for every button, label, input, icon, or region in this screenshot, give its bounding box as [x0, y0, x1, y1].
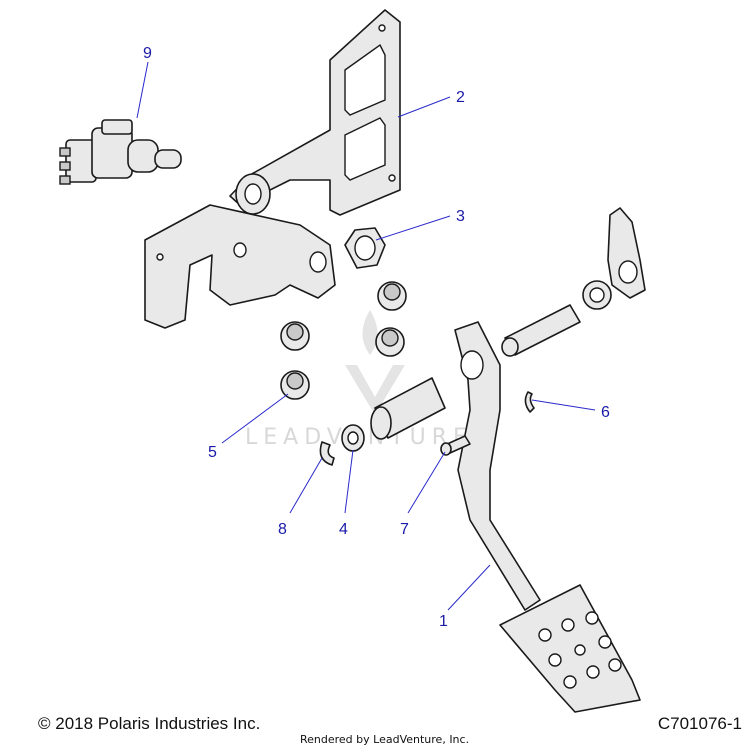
leader-line-9 [136, 61, 149, 119]
leader-line-3 [375, 215, 451, 241]
diagram-id: C701076-1 [657, 714, 742, 733]
callout-9: 9 [143, 45, 152, 62]
part-e-clip [319, 441, 335, 466]
part-hex-nut [344, 227, 386, 269]
part-flange-nuts [280, 281, 407, 400]
leader-line-6 [531, 399, 596, 411]
callout-labels: 2 3 9 6 5 8 4 7 1 [143, 45, 610, 630]
leader-line-2 [397, 96, 451, 118]
part-switch [59, 119, 182, 185]
flange-nut [280, 370, 310, 400]
part-cotter-clip [524, 391, 535, 413]
part-bracket [144, 9, 401, 329]
callout-3: 3 [456, 208, 465, 225]
leader-line-4 [344, 449, 354, 514]
part-clevis-pin [440, 435, 471, 456]
callout-1: 1 [439, 613, 448, 630]
leader-line-7 [407, 451, 446, 514]
part-bushing [582, 280, 612, 310]
flange-nut [377, 281, 407, 311]
callout-2: 2 [456, 89, 465, 106]
leader-line-5 [221, 393, 289, 444]
part-pedal-arm [454, 321, 641, 713]
callout-7: 7 [400, 521, 409, 538]
callout-lines [136, 61, 596, 611]
callout-4: 4 [339, 521, 348, 538]
part-pivot-pin [501, 304, 581, 357]
copyright-text: © 2018 Polaris Industries Inc. [38, 714, 261, 733]
leader-line-1 [447, 564, 491, 611]
rendered-by-text: Rendered by LeadVenture, Inc. [300, 733, 470, 746]
flange-nut [280, 321, 310, 351]
callout-6: 6 [601, 404, 610, 421]
callout-5: 5 [208, 444, 217, 461]
callout-8: 8 [278, 521, 287, 538]
flange-nut [375, 327, 405, 357]
part-washer [341, 424, 365, 452]
leader-line-8 [289, 457, 323, 514]
part-spacer [370, 377, 446, 440]
part-pivot-plate [607, 207, 646, 299]
